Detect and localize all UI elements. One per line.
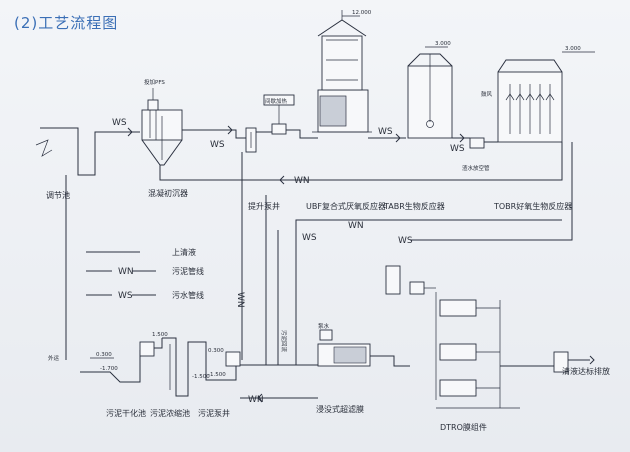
legend-ws-code: WS [118, 291, 133, 301]
pump-elevation-a: 0.300 [208, 348, 224, 354]
sludge-pump-label: 污泥泵井 [198, 408, 230, 418]
wn-label-1: WN [294, 176, 310, 186]
tank-note-label: 渣水放空管 [462, 164, 490, 172]
sludge-return-line [410, 142, 573, 241]
pfs-dosing-label: 投加PFS [144, 78, 165, 86]
diagram-title: (2)工艺流程图 [14, 14, 119, 32]
ubf-label: UBF复合式厌氧反应器 [306, 201, 386, 211]
ws-label-3: WS [378, 127, 393, 137]
coag-settling-label: 混凝初沉器 [148, 188, 188, 198]
aeration-label: 鼓风 [481, 90, 493, 98]
ubf-reactor: 12.000 UBF复合式厌氧反应器 [306, 10, 386, 211]
sludge-return-label: 污泥回流 [280, 330, 288, 353]
wn-return-line [159, 142, 563, 181]
legend: 上清液 WN 污泥管线 WS 污水管线 [86, 247, 204, 301]
ws-label-6: WS [302, 233, 317, 243]
arrow-1 [127, 127, 133, 137]
legend-sludge: 污泥管线 [172, 266, 204, 276]
legend-sewage: 污水管线 [172, 290, 204, 300]
regulating-pool: 调节池 [35, 127, 104, 200]
wn-label-2: WN [348, 221, 364, 231]
tabr-elevation: 3.000 [435, 41, 451, 47]
sludge-thickener: 1.500 -1.500 污泥浓缩池 [150, 332, 210, 418]
dtro-label: DTRO膜组件 [440, 422, 487, 432]
legend-supernatant: 上清液 [172, 247, 196, 257]
ws-label-4: WS [450, 144, 465, 154]
ws-line-top-2 [182, 129, 246, 139]
tobr-elevation: 3.000 [565, 46, 581, 52]
coagulation-settling-tank: 投加PFS 混凝初沉器 [141, 78, 188, 198]
sludge-drying-bed: 0.300 -1.700 污泥干化池 [80, 341, 155, 418]
ws-label-2: WS [210, 140, 225, 150]
sludge-dry-label: 污泥干化池 [106, 408, 146, 418]
tabr-reactor: 3.000 TABR生物反应器 [383, 41, 453, 211]
tabr-label: TABR生物反应器 [383, 201, 445, 211]
ubf-elevation: 12.000 [352, 10, 372, 16]
sludge-thick-label: 污泥浓缩池 [150, 408, 190, 418]
sludge-pump-well: 0.300 -1.500 污泥泵井 [194, 341, 241, 418]
discharge-label: 清液达标排放 [562, 366, 610, 376]
thick-elevation-a: 1.500 [152, 332, 168, 338]
lift-well-label: 提升泵井 [248, 201, 280, 211]
heater-label: 间歇加热 [265, 97, 288, 105]
ws-label-5: WS [398, 236, 413, 246]
ws-label-1: WS [112, 118, 127, 128]
discharge-tank: 清液达标排放 [553, 351, 610, 376]
dry-elevation-a: 0.300 [96, 352, 112, 358]
ws-down-line [295, 219, 562, 365]
wn-label-vertical: WN [235, 292, 245, 308]
dtro-module: DTRO膜组件 [385, 265, 520, 432]
heater: 间歇加热 [263, 94, 295, 135]
submerged-uf-label: 浸没式超滤膜 [316, 404, 364, 414]
wn-label-3: WN [248, 395, 264, 405]
tobr-label: TOBR好氧生物反应器 [493, 201, 572, 211]
pump-note: 泵水 [318, 322, 330, 330]
thick-elevation-b: -1.500 [192, 374, 210, 380]
pump-elevation-b: -1.500 [208, 372, 226, 378]
legend-wn-code: WN [118, 267, 134, 277]
lift-well: 提升泵井 [245, 127, 280, 211]
outlet-label: 外运 [48, 354, 60, 362]
dry-elevation-b: -1.700 [100, 366, 118, 372]
submerged-uf: 泵水 浸没式超滤膜 [316, 322, 371, 414]
tobr-reactor: 3.000 鼓风 渣水放空管 TOBR好氧生物反应器 [462, 46, 595, 211]
regulating-pool-label: 调节池 [46, 190, 70, 200]
